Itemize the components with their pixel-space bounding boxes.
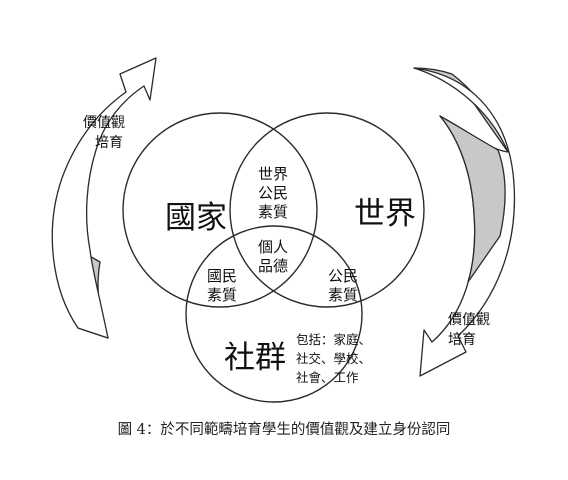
label-world-citizen-line-2: 公民 — [258, 184, 288, 202]
label-community: 社群 — [224, 340, 286, 376]
circle-community — [185, 225, 363, 403]
left-arrow-body — [51, 57, 157, 339]
circle-world — [229, 112, 425, 308]
community-detail-line-1: 包括：家庭、 — [296, 332, 371, 347]
community-detail-line-3: 社會、工作 — [296, 370, 359, 385]
right-arrow-inner-shade — [439, 115, 506, 283]
label-civic-quality-line-1: 公民 — [328, 267, 358, 285]
label-world-citizen-line-1: 世界 — [258, 165, 288, 183]
right-arrow-label-line-2: 培育 — [448, 332, 476, 348]
circle-nation — [122, 112, 318, 308]
label-personal-morality-line-1: 個人 — [258, 238, 288, 256]
right-arrow-label-line-1: 價值觀 — [448, 311, 490, 328]
left-arrow-label-line-1: 價值觀 — [83, 114, 125, 131]
community-detail-line-2: 社交、學校、 — [296, 351, 371, 366]
label-national-quality-line-1: 國民 — [207, 267, 237, 285]
label-nation: 國家 — [165, 200, 227, 236]
label-national-quality-line-2: 素質 — [207, 286, 237, 304]
label-world-citizen-line-3: 素質 — [258, 203, 288, 221]
label-personal-morality-line-2: 品德 — [258, 257, 288, 275]
label-civic-quality-line-2: 素質 — [328, 286, 358, 304]
left-arrow-label-line-2: 培育 — [95, 135, 123, 151]
right-curved-arrow: 價值觀 培育 — [413, 67, 516, 377]
figure-caption: 圖 4：於不同範疇培育學生的價值觀及建立身份認同 — [118, 420, 451, 438]
left-curved-arrow: 價值觀 培育 — [51, 57, 157, 339]
label-world: 世界 — [354, 196, 416, 232]
